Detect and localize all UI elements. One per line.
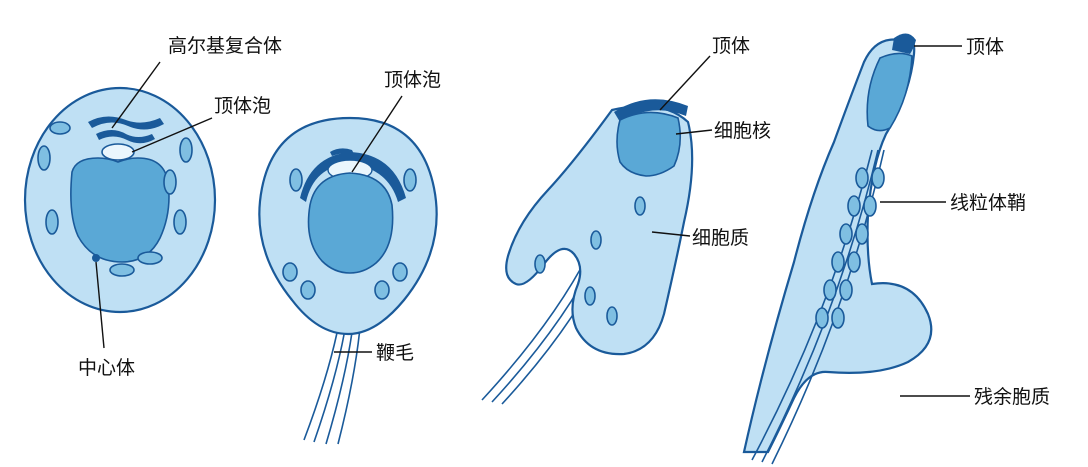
label-stage-4-acrosome: 顶体 [966, 36, 1004, 58]
stage-4-nucleus [866, 52, 913, 132]
stage-1-mitochondrion [109, 263, 135, 277]
stage-4-spermatid: 顶体 线粒体鞘 残余胞质 [742, 33, 1050, 465]
golgi-complex [88, 116, 164, 130]
stage-2-acrosomal-cap [300, 152, 406, 202]
stage-2-nucleus [307, 172, 394, 274]
stage-1-mitochondrion [49, 121, 71, 135]
stage-1-mitochondrion [137, 251, 163, 265]
label-golgi-complex: 高尔基复合体 [168, 35, 282, 57]
stage-1-mitochondrion [179, 137, 193, 163]
stage-1-acrosomal-vesicle [101, 143, 135, 161]
stage-2-spermatid: 顶体泡 鞭毛 [258, 69, 441, 445]
stage-1-mitochondrion [173, 209, 187, 235]
label-stage-3-cytoplasm: 细胞质 [692, 227, 749, 249]
label-stage-3-acrosome: 顶体 [712, 35, 750, 57]
label-flagellum: 鞭毛 [376, 342, 414, 364]
stage-3-acrosome [614, 99, 688, 122]
stage-4-acrosome [892, 33, 916, 54]
label-stage-1-acrosomal-vesicle: 顶体泡 [214, 95, 271, 117]
stage-1-nucleus [70, 157, 170, 263]
stage-4-mitochondrial-sheath [815, 167, 885, 329]
label-nucleus: 细胞核 [714, 120, 771, 142]
golgi-stack-2 [96, 130, 155, 144]
label-residual-cytoplasm: 残余胞质 [974, 386, 1050, 408]
label-centriole: 中心体 [78, 357, 135, 379]
stage-1-mitochondrion [163, 169, 177, 195]
stage-3-spermatid: 顶体 细胞核 细胞质 [481, 35, 771, 405]
stage-1-centriole [92, 254, 100, 262]
label-mitochondrial-sheath: 线粒体鞘 [950, 192, 1026, 214]
stage-1-mitochondrion [37, 145, 51, 171]
label-stage-2-acrosomal-vesicle: 顶体泡 [384, 69, 441, 91]
stage-1-mitochondrion [45, 209, 59, 235]
stage-4-cytoplasm [742, 36, 933, 454]
stage-3-nucleus [616, 111, 682, 177]
stage-1-spermatid: 高尔基复合体 顶体泡 中心体 [23, 35, 282, 379]
